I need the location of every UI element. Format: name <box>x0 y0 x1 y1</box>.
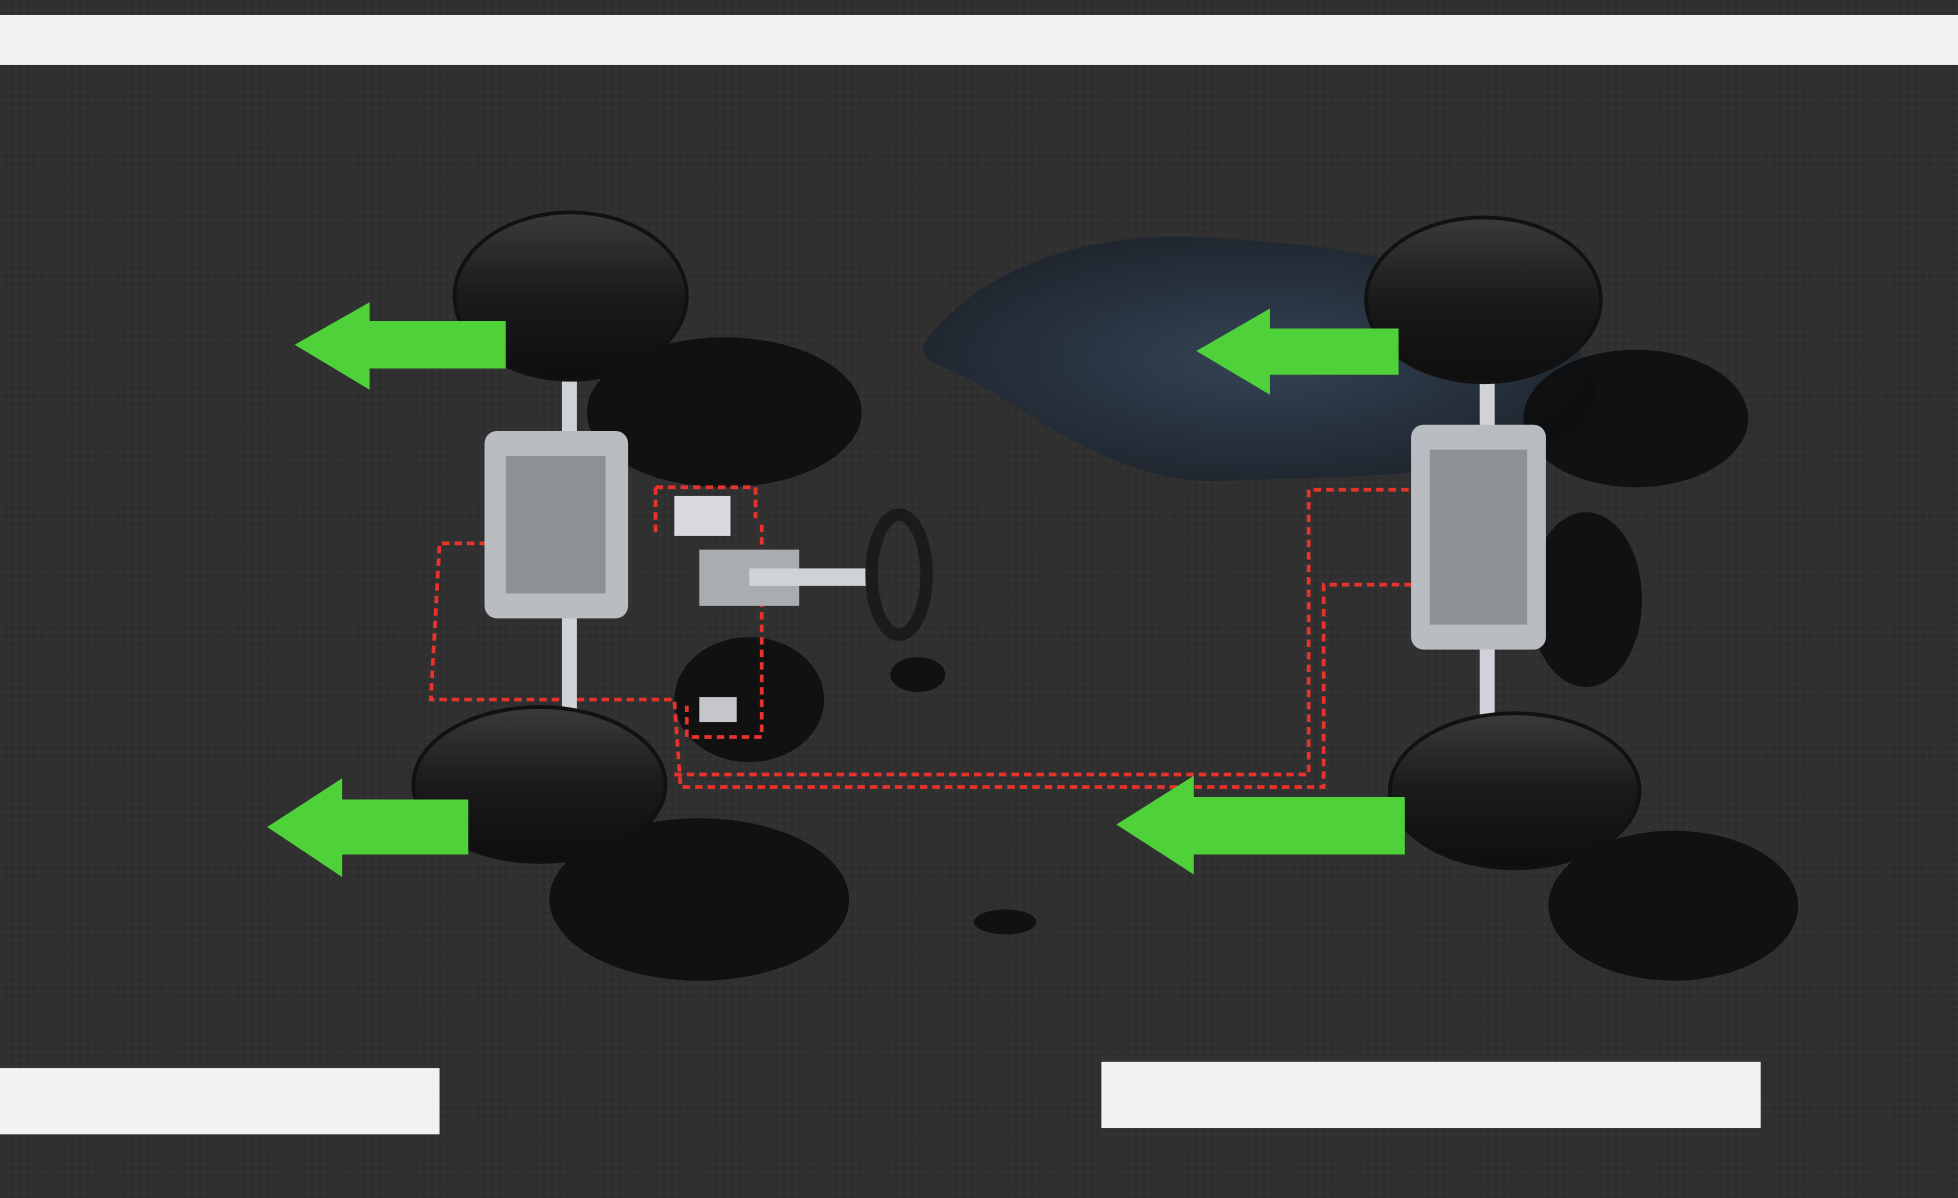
wheels <box>411 210 1642 871</box>
rear-left-wheel <box>411 705 668 864</box>
wiring-harness <box>428 485 1412 789</box>
arrow-left-icon <box>294 302 506 390</box>
lane-dash-left <box>0 1068 440 1135</box>
arrow-left-icon <box>1116 775 1405 875</box>
rear-driveline <box>1411 349 1546 725</box>
front-left-wheel <box>452 210 689 382</box>
front-right-wheel <box>1364 215 1603 385</box>
rear-right-wheel <box>1387 711 1642 871</box>
front-driveline <box>484 349 875 723</box>
steering-wheel <box>865 508 933 641</box>
lane-dash-right <box>1101 1061 1761 1129</box>
shadows <box>549 337 1799 981</box>
steering-column <box>749 568 875 586</box>
top-lane-line <box>0 14 1958 65</box>
arrow-left-icon <box>1196 308 1399 395</box>
drive-force-arrows <box>267 302 1405 877</box>
arrow-left-icon <box>267 778 469 877</box>
